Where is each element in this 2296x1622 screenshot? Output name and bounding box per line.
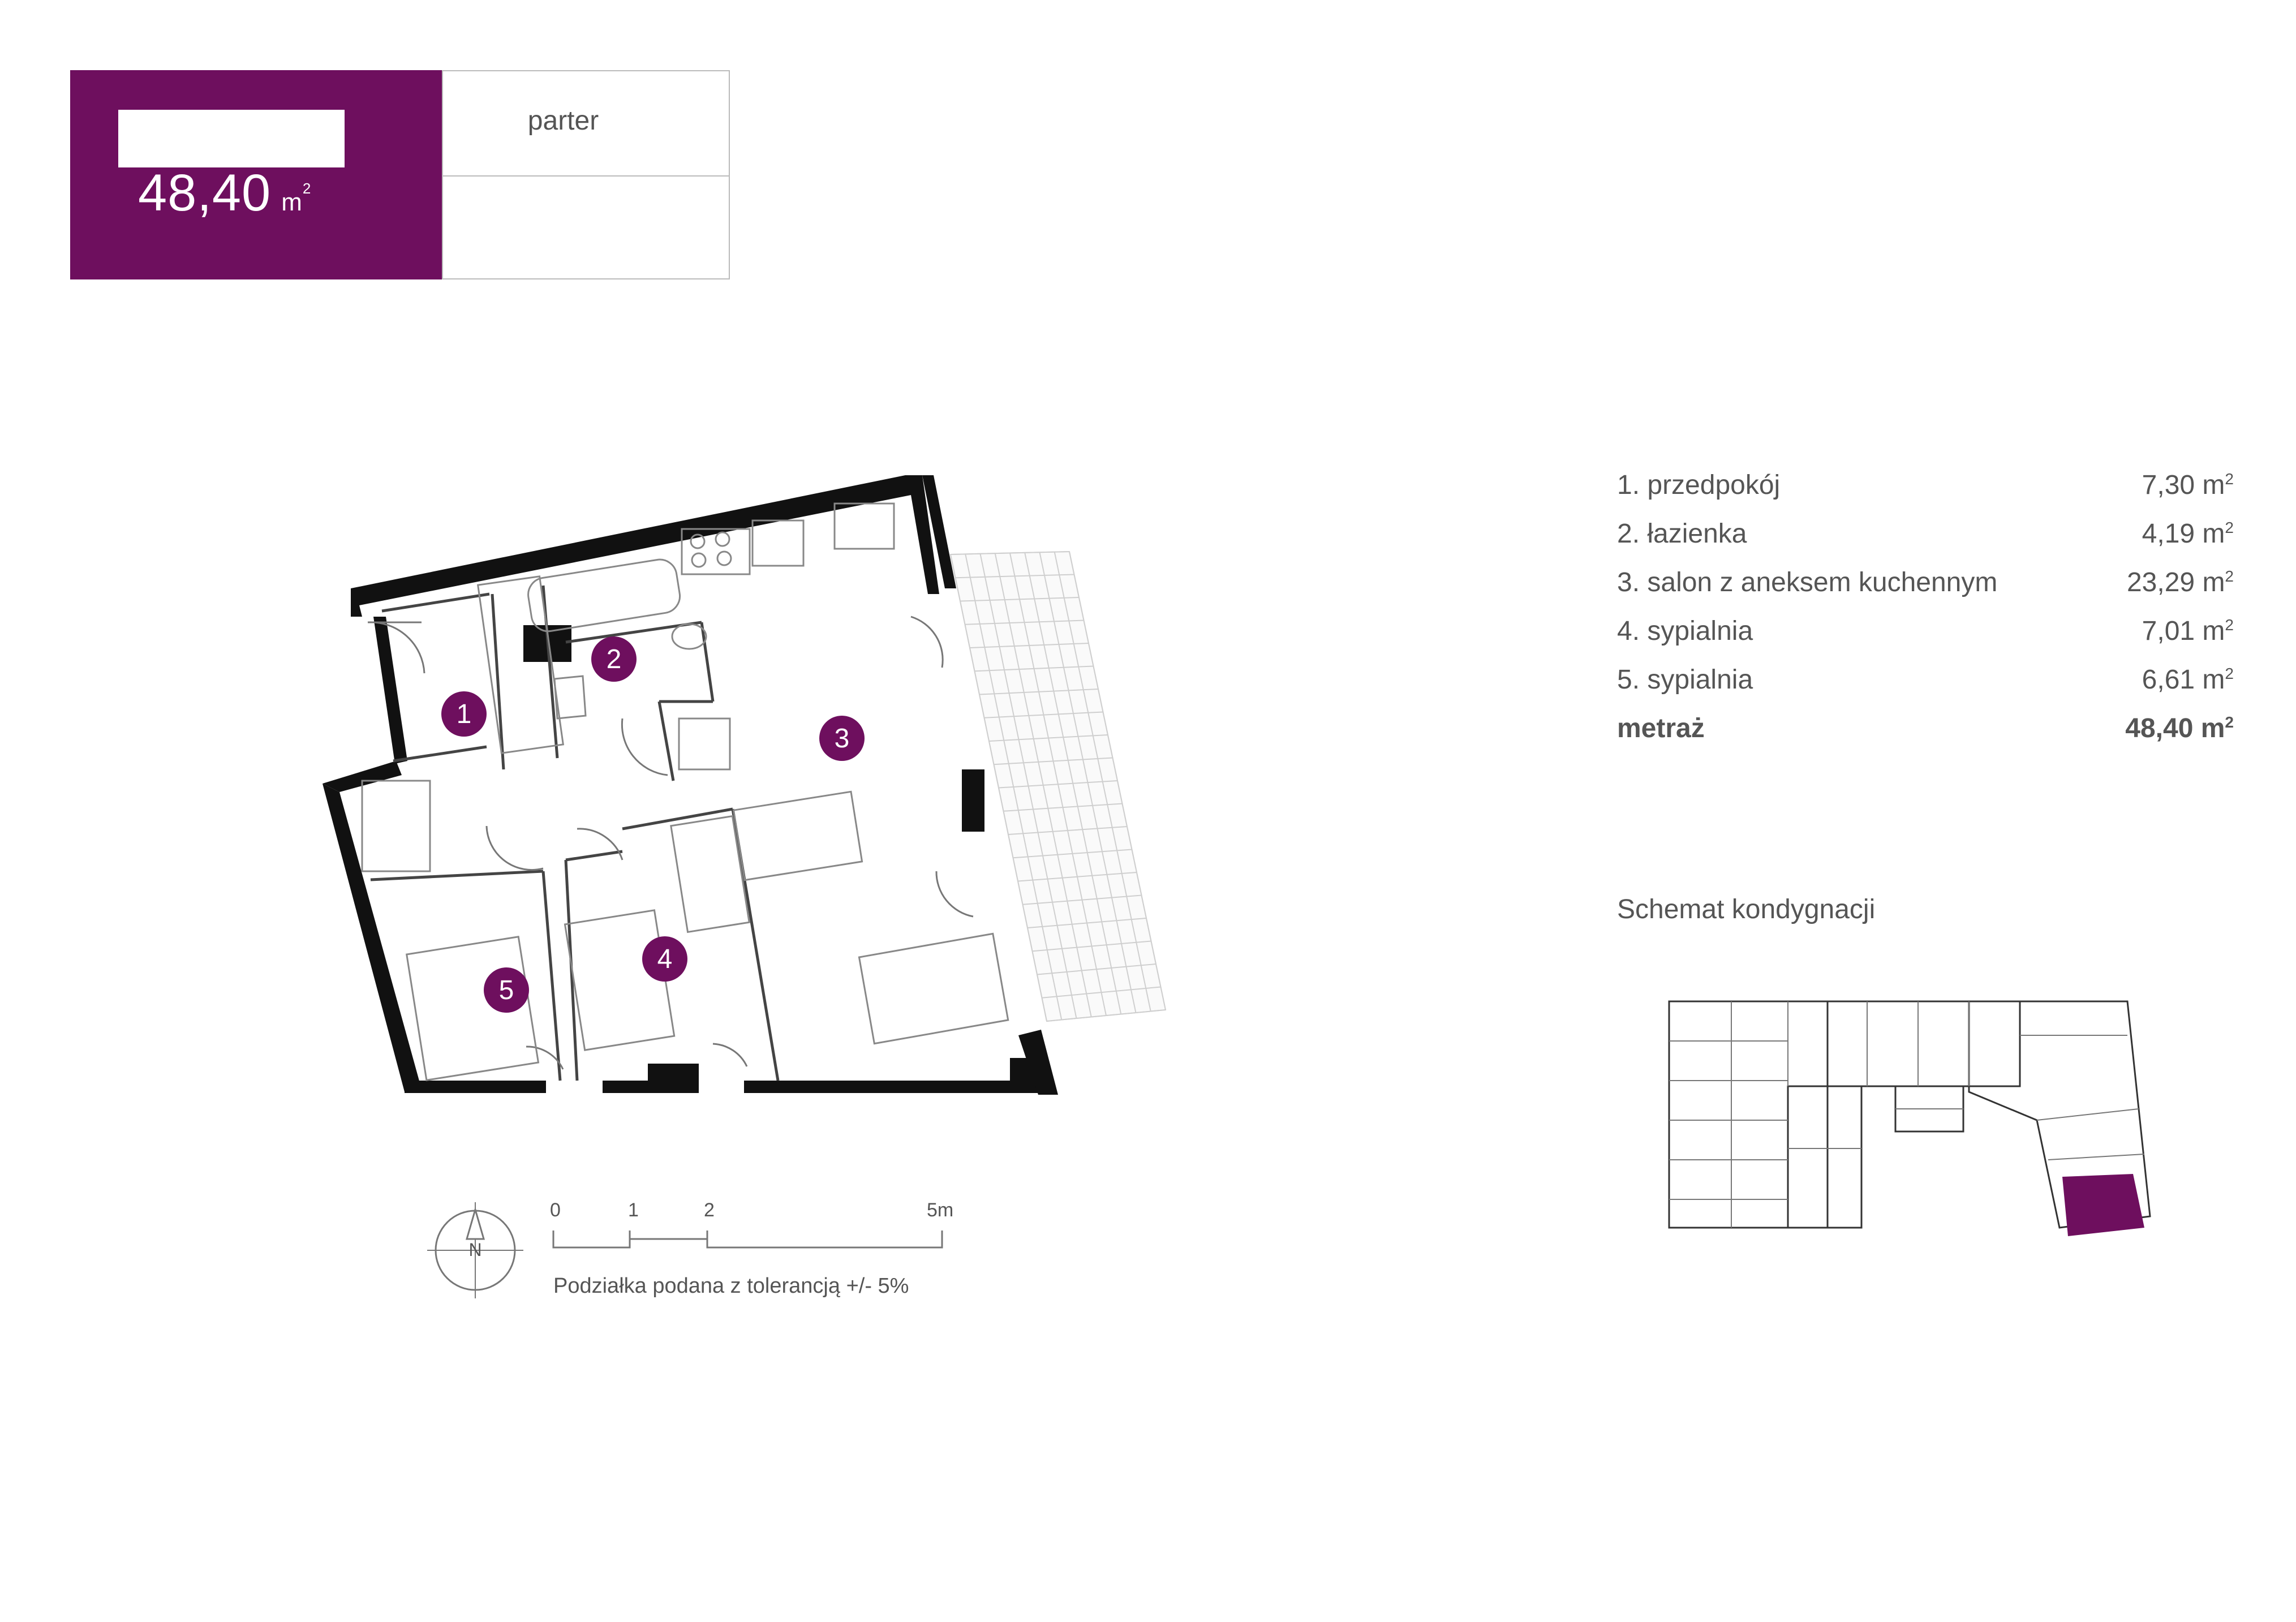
room-markers: 1 2 3 4 5 <box>441 636 865 1013</box>
balcony-grid-line <box>1024 552 1122 1014</box>
room-row-1: 1. przedpokój 7,30 m2 <box>1617 470 2234 500</box>
room-row-5: 5. sypialnia 6,61 m2 <box>1617 665 2234 695</box>
scale-tick-0: 0 <box>550 1199 561 1221</box>
balcony-grid-line <box>950 554 1047 1022</box>
scale-tick-2: 2 <box>704 1199 715 1221</box>
washer <box>678 717 731 771</box>
scale-tick-1: 1 <box>628 1199 639 1221</box>
redacted-label <box>118 110 345 167</box>
exterior-walls <box>323 475 1058 1095</box>
wardrobe-1 <box>476 575 565 754</box>
bed-5 <box>405 936 540 1081</box>
balcony-grid-line <box>994 553 1092 1017</box>
total-area-unit: m2 <box>281 180 312 216</box>
svg-text:4: 4 <box>657 944 673 974</box>
room-row-2: 2. łazienka 4,19 m2 <box>1617 519 2234 549</box>
schema-line <box>2036 1108 2139 1121</box>
highlighted-apartment <box>2062 1174 2144 1236</box>
floor-info-box: parter <box>442 70 730 279</box>
balcony-grid-line <box>979 553 1077 1019</box>
balcony <box>949 550 1167 1022</box>
compass-icon: N <box>427 1202 523 1298</box>
scale-tick-5m: 5m <box>927 1199 954 1221</box>
bathtub <box>527 558 681 633</box>
scale-note: Podziałka podana z tolerancją +/- 5% <box>553 1274 909 1298</box>
balcony-grid-line <box>965 554 1063 1020</box>
room-marker-5: 5 <box>484 967 529 1013</box>
building-schema <box>1668 1000 2151 1236</box>
toilet <box>671 623 707 650</box>
schemat-title: Schemat kondygnacji <box>1617 894 1876 924</box>
cooktop <box>833 502 895 550</box>
svg-text:5: 5 <box>499 975 514 1005</box>
room-list: 1. przedpokój 7,30 m2 2. łazienka 4,19 m… <box>1617 470 2234 761</box>
dining-table <box>732 790 863 881</box>
washbasin <box>553 675 587 720</box>
floor-plan: 1 2 3 4 5 <box>323 475 1167 1095</box>
balcony-grid-line <box>1054 552 1151 1012</box>
room-row-4: 4. sypialnia 7,01 m2 <box>1617 616 2234 646</box>
svg-text:1: 1 <box>457 699 472 729</box>
balcony-grid-line <box>1069 551 1166 1010</box>
scale-bar <box>552 1231 943 1249</box>
floor-label: parter <box>527 106 599 136</box>
balcony-grid-line <box>1039 552 1137 1013</box>
room-row-total: metraż 48,40 m2 <box>1617 713 2234 743</box>
room-marker-1: 1 <box>441 691 487 737</box>
sofa <box>858 932 1009 1045</box>
room-marker-4: 4 <box>642 936 687 982</box>
floor-box-divider <box>443 175 729 177</box>
wardrobe-4 <box>670 815 750 933</box>
door-swings <box>367 616 974 1070</box>
room-row-3: 3. salon z aneksem kuchennym 23,29 m2 <box>1617 567 2234 597</box>
stove <box>681 528 751 575</box>
room-marker-2: 2 <box>591 636 637 682</box>
stove-burners <box>690 531 732 568</box>
compass-label: N <box>468 1240 481 1260</box>
total-area-value: 48,40 <box>138 164 272 222</box>
fixtures <box>361 502 1009 1081</box>
wardrobe-5 <box>361 780 431 872</box>
sink <box>751 519 805 567</box>
room-marker-3: 3 <box>819 716 865 761</box>
schema-line <box>2048 1154 2145 1160</box>
interior-walls <box>370 585 780 1081</box>
svg-text:3: 3 <box>835 724 850 754</box>
balcony-grid-line <box>1009 553 1107 1016</box>
svg-text:2: 2 <box>607 644 622 674</box>
